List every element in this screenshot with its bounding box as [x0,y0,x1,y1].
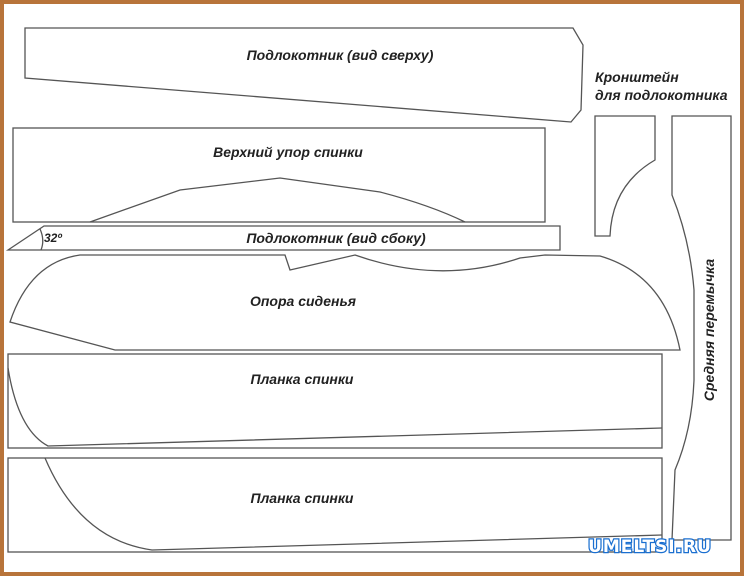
seat-support-label: Опора сиденья [250,293,356,309]
upper-back-stop-label: Верхний упор спинки [213,144,363,160]
armrest-top-part: Подлокотник (вид сверху) [24,27,584,123]
back-slat-1-label: Планка спинки [251,371,354,387]
watermark-logo: UMELTSI.RU [588,537,712,557]
upper-back-stop-part: Верхний упор спинки [12,127,546,223]
back-slat-2-part: Планка спинки [7,457,663,553]
seat-support-part: Опора сиденья [9,254,681,351]
back-slat-1-part: Планка спинки [7,353,663,449]
bracket-label-line2: для подлокотника [595,87,728,103]
angle-label: 32º [44,231,62,245]
middle-crossbar-label: Средняя перемычка [701,259,717,402]
armrest-side-part: 32º Подлокотник (вид сбоку) [5,225,561,251]
bracket-label-line1: Кронштейн [595,69,679,85]
bracket-part: Кронштейн для подлокотника [594,69,728,237]
armrest-top-label: Подлокотник (вид сверху) [247,47,434,63]
armrest-side-label: Подлокотник (вид сбоку) [246,230,426,246]
back-slat-2-label: Планка спинки [251,490,354,506]
middle-crossbar-part: Средняя перемычка [671,115,732,541]
